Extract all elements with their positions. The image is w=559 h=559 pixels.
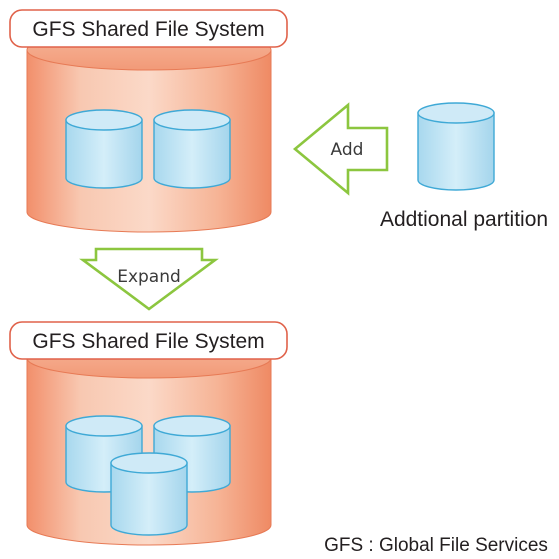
top-disk-2: [153, 109, 231, 189]
add-arrow: Add: [292, 102, 389, 196]
add-label: Add: [331, 140, 364, 160]
bottom-fs-cylinder: [26, 357, 272, 546]
bottom-fs-label-box: [9, 321, 288, 360]
bottom-fs-label: GFS Shared File System: [32, 330, 264, 353]
additional-partition-label: Addtional partition: [380, 208, 548, 231]
bottom-disk-3: [110, 452, 188, 536]
bottom-file-system: GFS Shared File System: [9, 321, 288, 546]
top-disk-1: [65, 109, 143, 189]
top-fs-label: GFS Shared File System: [32, 18, 264, 41]
top-file-system: GFS Shared File System: [9, 9, 288, 233]
top-fs-label-box: [9, 9, 288, 48]
top-fs-cylinder: [26, 49, 272, 233]
expand-arrow: Expand: [79, 247, 219, 311]
footnote: GFS : Global File Services: [324, 535, 548, 556]
add-arrow-shape: [292, 102, 389, 196]
additional-partition-disk: [417, 102, 495, 191]
expand-label: Expand: [117, 267, 181, 287]
expand-arrow-shape: [79, 247, 219, 311]
